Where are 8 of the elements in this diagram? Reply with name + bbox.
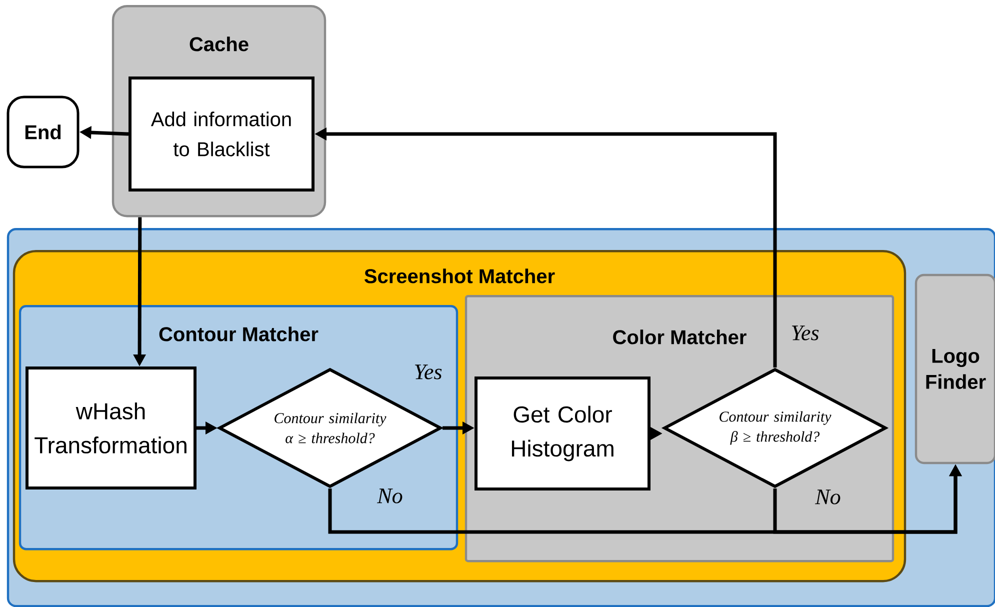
edge-label: No (814, 488, 842, 506)
edge-label: No (376, 488, 404, 504)
process-box: Add information to Blacklist (128, 76, 314, 192)
terminal-box: End (6, 96, 80, 168)
process-box: wHash Transformation (26, 366, 196, 490)
edge-label: Yes (790, 324, 820, 342)
process-box: Get Color Histogram (474, 376, 650, 490)
process-box: Logo Finder (914, 274, 995, 464)
